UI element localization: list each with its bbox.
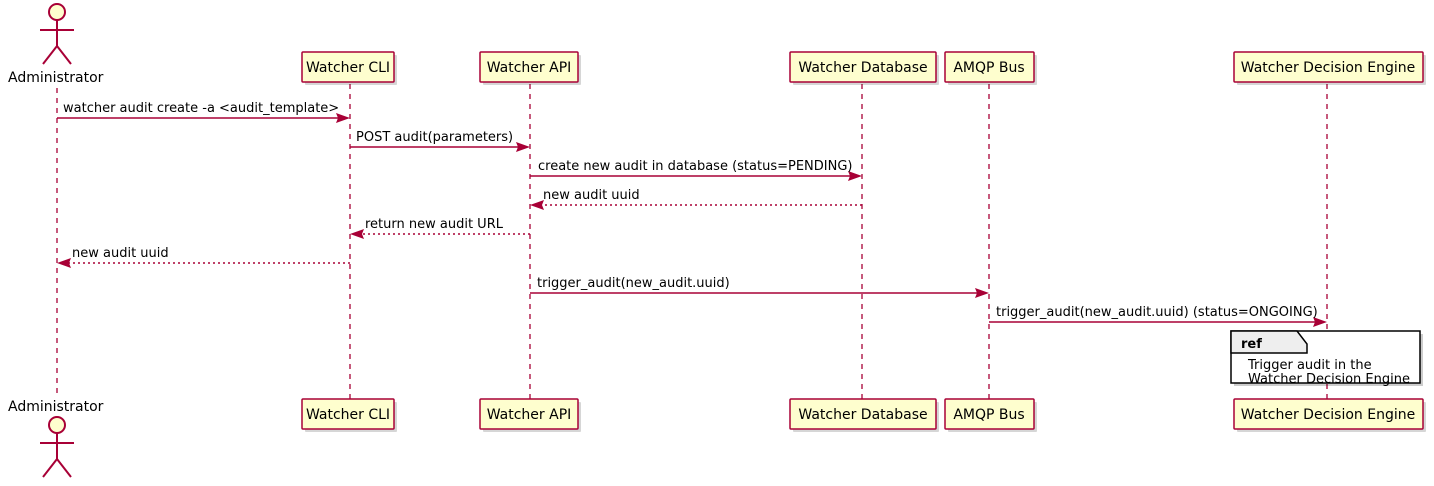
participant-box-watcher-api-top[interactable]: Watcher API: [479, 51, 581, 85]
message-label-1: watcher audit create -a <audit_template>: [63, 101, 339, 116]
message-5-return-new-audit-url[interactable]: return new audit URL: [350, 217, 530, 239]
actor-leg-left-icon: [42, 458, 58, 478]
ref-fragment[interactable]: ref Trigger audit in the Watcher Decisio…: [1230, 330, 1423, 387]
box-fill: [789, 51, 937, 83]
box-fill: [1233, 51, 1424, 83]
arrowhead-left-icon: [350, 229, 364, 239]
participant-label-amqp-bus-top: AMQP Bus: [953, 60, 1024, 76]
message-7-trigger-audit[interactable]: trigger_audit(new_audit.uuid): [530, 276, 989, 298]
participant-label-watcher-database-top: Watcher Database: [798, 60, 927, 76]
participant-label-watcher-cli-bottom: Watcher CLI: [306, 407, 390, 423]
actor-head-icon: [48, 3, 66, 21]
actor-administrator-top[interactable]: Administrator: [8, 3, 104, 86]
participant-box-watcher-cli-top[interactable]: Watcher CLI: [301, 51, 397, 85]
participant-box-watcher-decision-engine-top[interactable]: Watcher Decision Engine: [1233, 51, 1426, 85]
message-6-new-audit-uuid[interactable]: new audit uuid: [57, 246, 350, 268]
message-label-4: new audit uuid: [543, 188, 640, 203]
arrowhead-right-icon: [975, 288, 989, 298]
arrowhead-right-icon: [1313, 317, 1327, 327]
box-fill: [301, 398, 395, 430]
participant-label-watcher-decision-engine-top: Watcher Decision Engine: [1241, 60, 1415, 76]
participant-label-watcher-database-bottom: Watcher Database: [798, 407, 927, 423]
message-label-3: create new audit in database (status=PEN…: [538, 159, 853, 174]
actor-leg-left-icon: [42, 45, 58, 65]
message-label-2: POST audit(parameters): [356, 130, 513, 145]
lifelines: [56, 84, 1328, 399]
arrowhead-left-icon: [57, 258, 71, 268]
message-label-6: new audit uuid: [72, 246, 169, 261]
actor-label-administrator-top: Administrator: [8, 70, 104, 86]
participant-label-watcher-api-bottom: Watcher API: [487, 407, 572, 423]
participant-box-amqp-bus-bottom[interactable]: AMQP Bus: [944, 398, 1037, 432]
message-label-8: trigger_audit(new_audit.uuid) (status=ON…: [996, 305, 1318, 320]
participant-box-watcher-database-top[interactable]: Watcher Database: [789, 51, 939, 85]
arrowhead-right-icon: [336, 113, 350, 123]
ref-body-line-2: Watcher Decision Engine: [1248, 372, 1410, 387]
participant-box-amqp-bus-top[interactable]: AMQP Bus: [944, 51, 1037, 85]
participant-box-watcher-cli-bottom[interactable]: Watcher CLI: [301, 398, 397, 432]
actor-leg-right-icon: [56, 45, 72, 65]
message-8-trigger-audit-ongoing[interactable]: trigger_audit(new_audit.uuid) (status=ON…: [989, 305, 1327, 327]
message-2-post-audit[interactable]: POST audit(parameters): [350, 130, 530, 152]
ref-body-line-1: Trigger audit in the: [1247, 358, 1372, 373]
box-fill: [479, 51, 579, 83]
participant-label-watcher-decision-engine-bottom: Watcher Decision Engine: [1241, 407, 1415, 423]
message-3-create-new-audit[interactable]: create new audit in database (status=PEN…: [530, 159, 862, 181]
message-1-watcher-audit-create[interactable]: watcher audit create -a <audit_template>: [57, 101, 350, 123]
participant-label-amqp-bus-bottom: AMQP Bus: [953, 407, 1024, 423]
participant-label-watcher-cli-top: Watcher CLI: [306, 60, 390, 76]
participant-box-watcher-database-bottom[interactable]: Watcher Database: [789, 398, 939, 432]
box-fill: [789, 398, 937, 430]
actor-head-icon: [48, 416, 66, 434]
message-label-5: return new audit URL: [365, 217, 504, 232]
box-fill: [944, 51, 1035, 83]
actor-administrator-bottom[interactable]: Administrator: [8, 399, 104, 478]
participant-box-watcher-api-bottom[interactable]: Watcher API: [479, 398, 581, 432]
arrowhead-right-icon: [516, 142, 530, 152]
actor-label-administrator-bottom: Administrator: [8, 399, 104, 415]
ref-tab: [1230, 330, 1308, 354]
message-label-7: trigger_audit(new_audit.uuid): [537, 276, 730, 291]
box-fill: [479, 398, 579, 430]
actor-leg-right-icon: [56, 458, 72, 478]
message-4-new-audit-uuid[interactable]: new audit uuid: [530, 188, 862, 210]
participant-label-watcher-api-top: Watcher API: [487, 60, 572, 76]
box-fill: [944, 398, 1035, 430]
participant-box-watcher-decision-engine-bottom[interactable]: Watcher Decision Engine: [1233, 398, 1426, 432]
arrowhead-left-icon: [530, 200, 544, 210]
box-fill: [301, 51, 395, 83]
ref-keyword-label: ref: [1241, 337, 1262, 352]
box-fill: [1233, 398, 1424, 430]
arrowhead-right-icon: [848, 171, 862, 181]
